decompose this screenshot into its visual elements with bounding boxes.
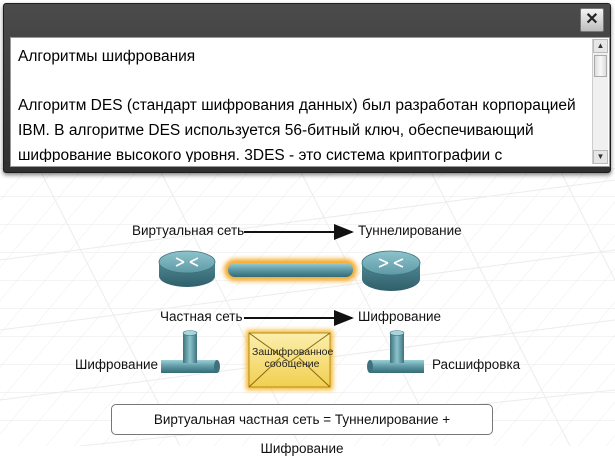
paragraph-line: Алгоритм DES (стандарт шифрования данных…	[18, 97, 576, 114]
scroll-down-button[interactable]: ▼	[593, 150, 608, 164]
close-icon: ✕	[585, 11, 599, 28]
scroll-up-button[interactable]: ▲	[593, 39, 608, 53]
tunneling-label: Туннелирование	[358, 223, 462, 238]
content-text[interactable]: Алгоритмы шифрования Алгоритм DES (станд…	[18, 44, 584, 162]
encryption-label-left: Шифрование	[75, 357, 159, 372]
close-button[interactable]: ✕	[580, 8, 604, 32]
scroll-thumb[interactable]	[594, 55, 607, 77]
router-right-icon	[361, 250, 421, 291]
virtual-net-label: Виртуальная сеть	[132, 223, 245, 238]
vpn-diagram	[158, 224, 424, 390]
content-panel: Алгоритмы шифрования Алгоритм DES (станд…	[10, 37, 610, 167]
content-title: Алгоритмы шифрования	[18, 48, 196, 65]
background-grid	[0, 160, 615, 446]
decryption-pipe-icon	[367, 330, 424, 373]
info-popup: ✕ Алгоритмы шифрования Алгоритм DES (ста…	[3, 3, 611, 173]
paragraph-line: IBM. В алгоритме DES используется 56-бит…	[18, 122, 534, 139]
encrypted-message-envelope-icon	[246, 330, 333, 390]
encryption-label-top: Шифрование	[358, 309, 442, 324]
router-left-icon	[158, 250, 216, 287]
content-paragraph: Алгоритм DES (стандарт шифрования данных…	[18, 93, 584, 162]
decryption-label: Расшифровка	[432, 357, 521, 372]
paragraph-line: шифрование высокого уровня. 3DES - это с…	[18, 147, 503, 162]
private-net-label: Частная сеть	[160, 309, 243, 324]
vpn-formula: Виртуальная частная сеть = Туннелировани…	[111, 404, 493, 456]
tunnel-pipe	[224, 259, 357, 281]
encryption-pipe-icon	[161, 330, 220, 373]
envelope-label: Зашифрованное сообщение	[252, 346, 334, 370]
vertical-scrollbar[interactable]: ▲ ▼	[592, 39, 608, 164]
